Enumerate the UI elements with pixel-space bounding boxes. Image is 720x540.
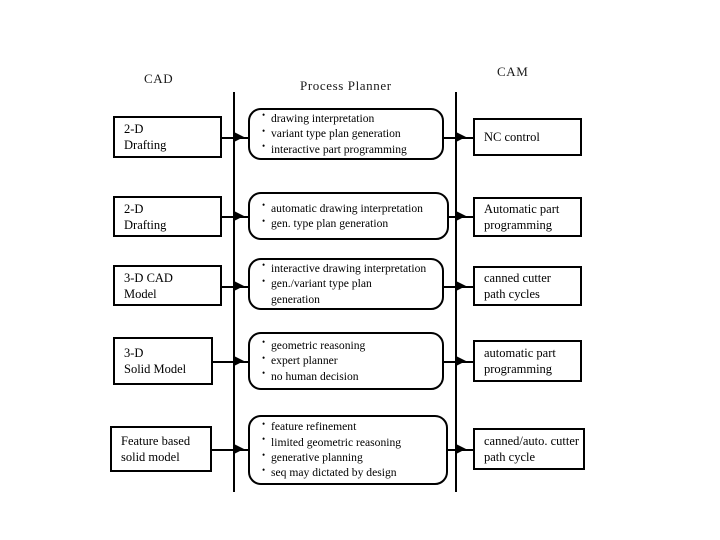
column-header-cad: CAD: [144, 71, 174, 86]
cam-box-row1-label: NC control: [484, 130, 540, 144]
arrowhead-planner-to-cam-row1: [456, 132, 466, 142]
cam-box-row2-label: Automatic part programming: [484, 202, 560, 232]
planner-box-row2-list: automatic drawing interpretation gen. ty…: [250, 200, 447, 232]
planner-bullet: interactive drawing interpretation: [262, 260, 442, 276]
planner-bullet: drawing interpretation: [262, 110, 442, 126]
planner-box-row1-list: drawing interpretation variant type plan…: [250, 110, 442, 157]
cad-box-row1[interactable]: 2-D Drafting: [113, 116, 222, 158]
arrowhead-planner-to-cam-row4: [456, 356, 466, 366]
arrowhead-cad-to-planner-row3: [234, 281, 244, 291]
column-header-cam: CAM: [497, 64, 529, 79]
arrowhead-planner-to-cam-row2: [456, 211, 466, 221]
planner-bullet: seq may dictated by design: [262, 465, 446, 480]
cam-box-row5[interactable]: canned/auto. cutter path cycle: [473, 428, 585, 470]
planner-bullet: limited geometric reasoning: [262, 434, 446, 450]
connector-cad-to-planner-row4: [213, 361, 254, 363]
planner-bullet: no human decision: [262, 368, 442, 384]
cad-box-row1-label: 2-D Drafting: [124, 122, 167, 152]
cad-box-row4[interactable]: 3-D Solid Model: [113, 337, 213, 385]
planner-box-row4[interactable]: geometric reasoning expert planner no hu…: [248, 332, 444, 390]
planner-bullet: expert planner: [262, 353, 442, 368]
cam-box-row3-label: canned cutter path cycles: [484, 271, 551, 301]
planner-box-row2[interactable]: automatic drawing interpretation gen. ty…: [248, 192, 449, 240]
arrowhead-planner-to-cam-row3: [456, 281, 466, 291]
planner-box-row4-list: geometric reasoning expert planner no hu…: [250, 337, 442, 384]
planner-box-row1[interactable]: drawing interpretation variant type plan…: [248, 108, 444, 160]
cam-box-row1[interactable]: NC control: [473, 118, 582, 156]
planner-box-row3-list: interactive drawing interpretation gen./…: [250, 260, 442, 307]
planner-bullet: automatic drawing interpretation: [262, 200, 447, 216]
planner-bullet: gen./variant type plan generation: [262, 276, 442, 307]
planner-box-row5[interactable]: feature refinement limited geometric rea…: [248, 415, 448, 485]
divider-cad-planner: [233, 92, 235, 492]
planner-box-row5-list: feature refinement limited geometric rea…: [250, 419, 446, 481]
planner-bullet: gen. type plan generation: [262, 215, 447, 231]
cad-box-row4-label: 3-D Solid Model: [124, 346, 187, 376]
cam-box-row5-label: canned/auto. cutter path cycle: [484, 434, 580, 464]
arrowhead-cad-to-planner-row5: [234, 444, 244, 454]
planner-box-row3[interactable]: interactive drawing interpretation gen./…: [248, 258, 444, 310]
divider-planner-cam: [455, 92, 457, 492]
planner-bullet: feature refinement: [262, 419, 446, 434]
cad-box-row5[interactable]: Feature based solid model: [110, 426, 212, 472]
cad-box-row2-label: 2-D Drafting: [124, 201, 167, 232]
cam-box-row2[interactable]: Automatic part programming: [473, 197, 582, 237]
arrowhead-cad-to-planner-row4: [234, 356, 244, 366]
cam-box-row4-label: automatic part programming: [484, 346, 556, 376]
arrowhead-cad-to-planner-row2: [234, 211, 244, 221]
cam-box-row3[interactable]: canned cutter path cycles: [473, 266, 582, 306]
column-header-process-planner: Process Planner: [300, 78, 392, 93]
cad-box-row3[interactable]: 3-D CAD Model: [113, 265, 222, 306]
planner-bullet: generative planning: [262, 449, 446, 465]
cam-box-row4[interactable]: automatic part programming: [473, 340, 582, 382]
arrowhead-cad-to-planner-row1: [234, 132, 244, 142]
planner-bullet: variant type plan generation: [262, 126, 442, 141]
cad-box-row5-label: Feature based solid model: [121, 434, 191, 464]
planner-bullet: interactive part programming: [262, 141, 442, 157]
planner-bullet: geometric reasoning: [262, 337, 442, 353]
connector-cad-to-planner-row5: [212, 449, 254, 451]
cad-box-row2[interactable]: 2-D Drafting: [113, 196, 222, 237]
arrowhead-planner-to-cam-row5: [456, 444, 466, 454]
cad-box-row3-label: 3-D CAD Model: [124, 270, 173, 301]
